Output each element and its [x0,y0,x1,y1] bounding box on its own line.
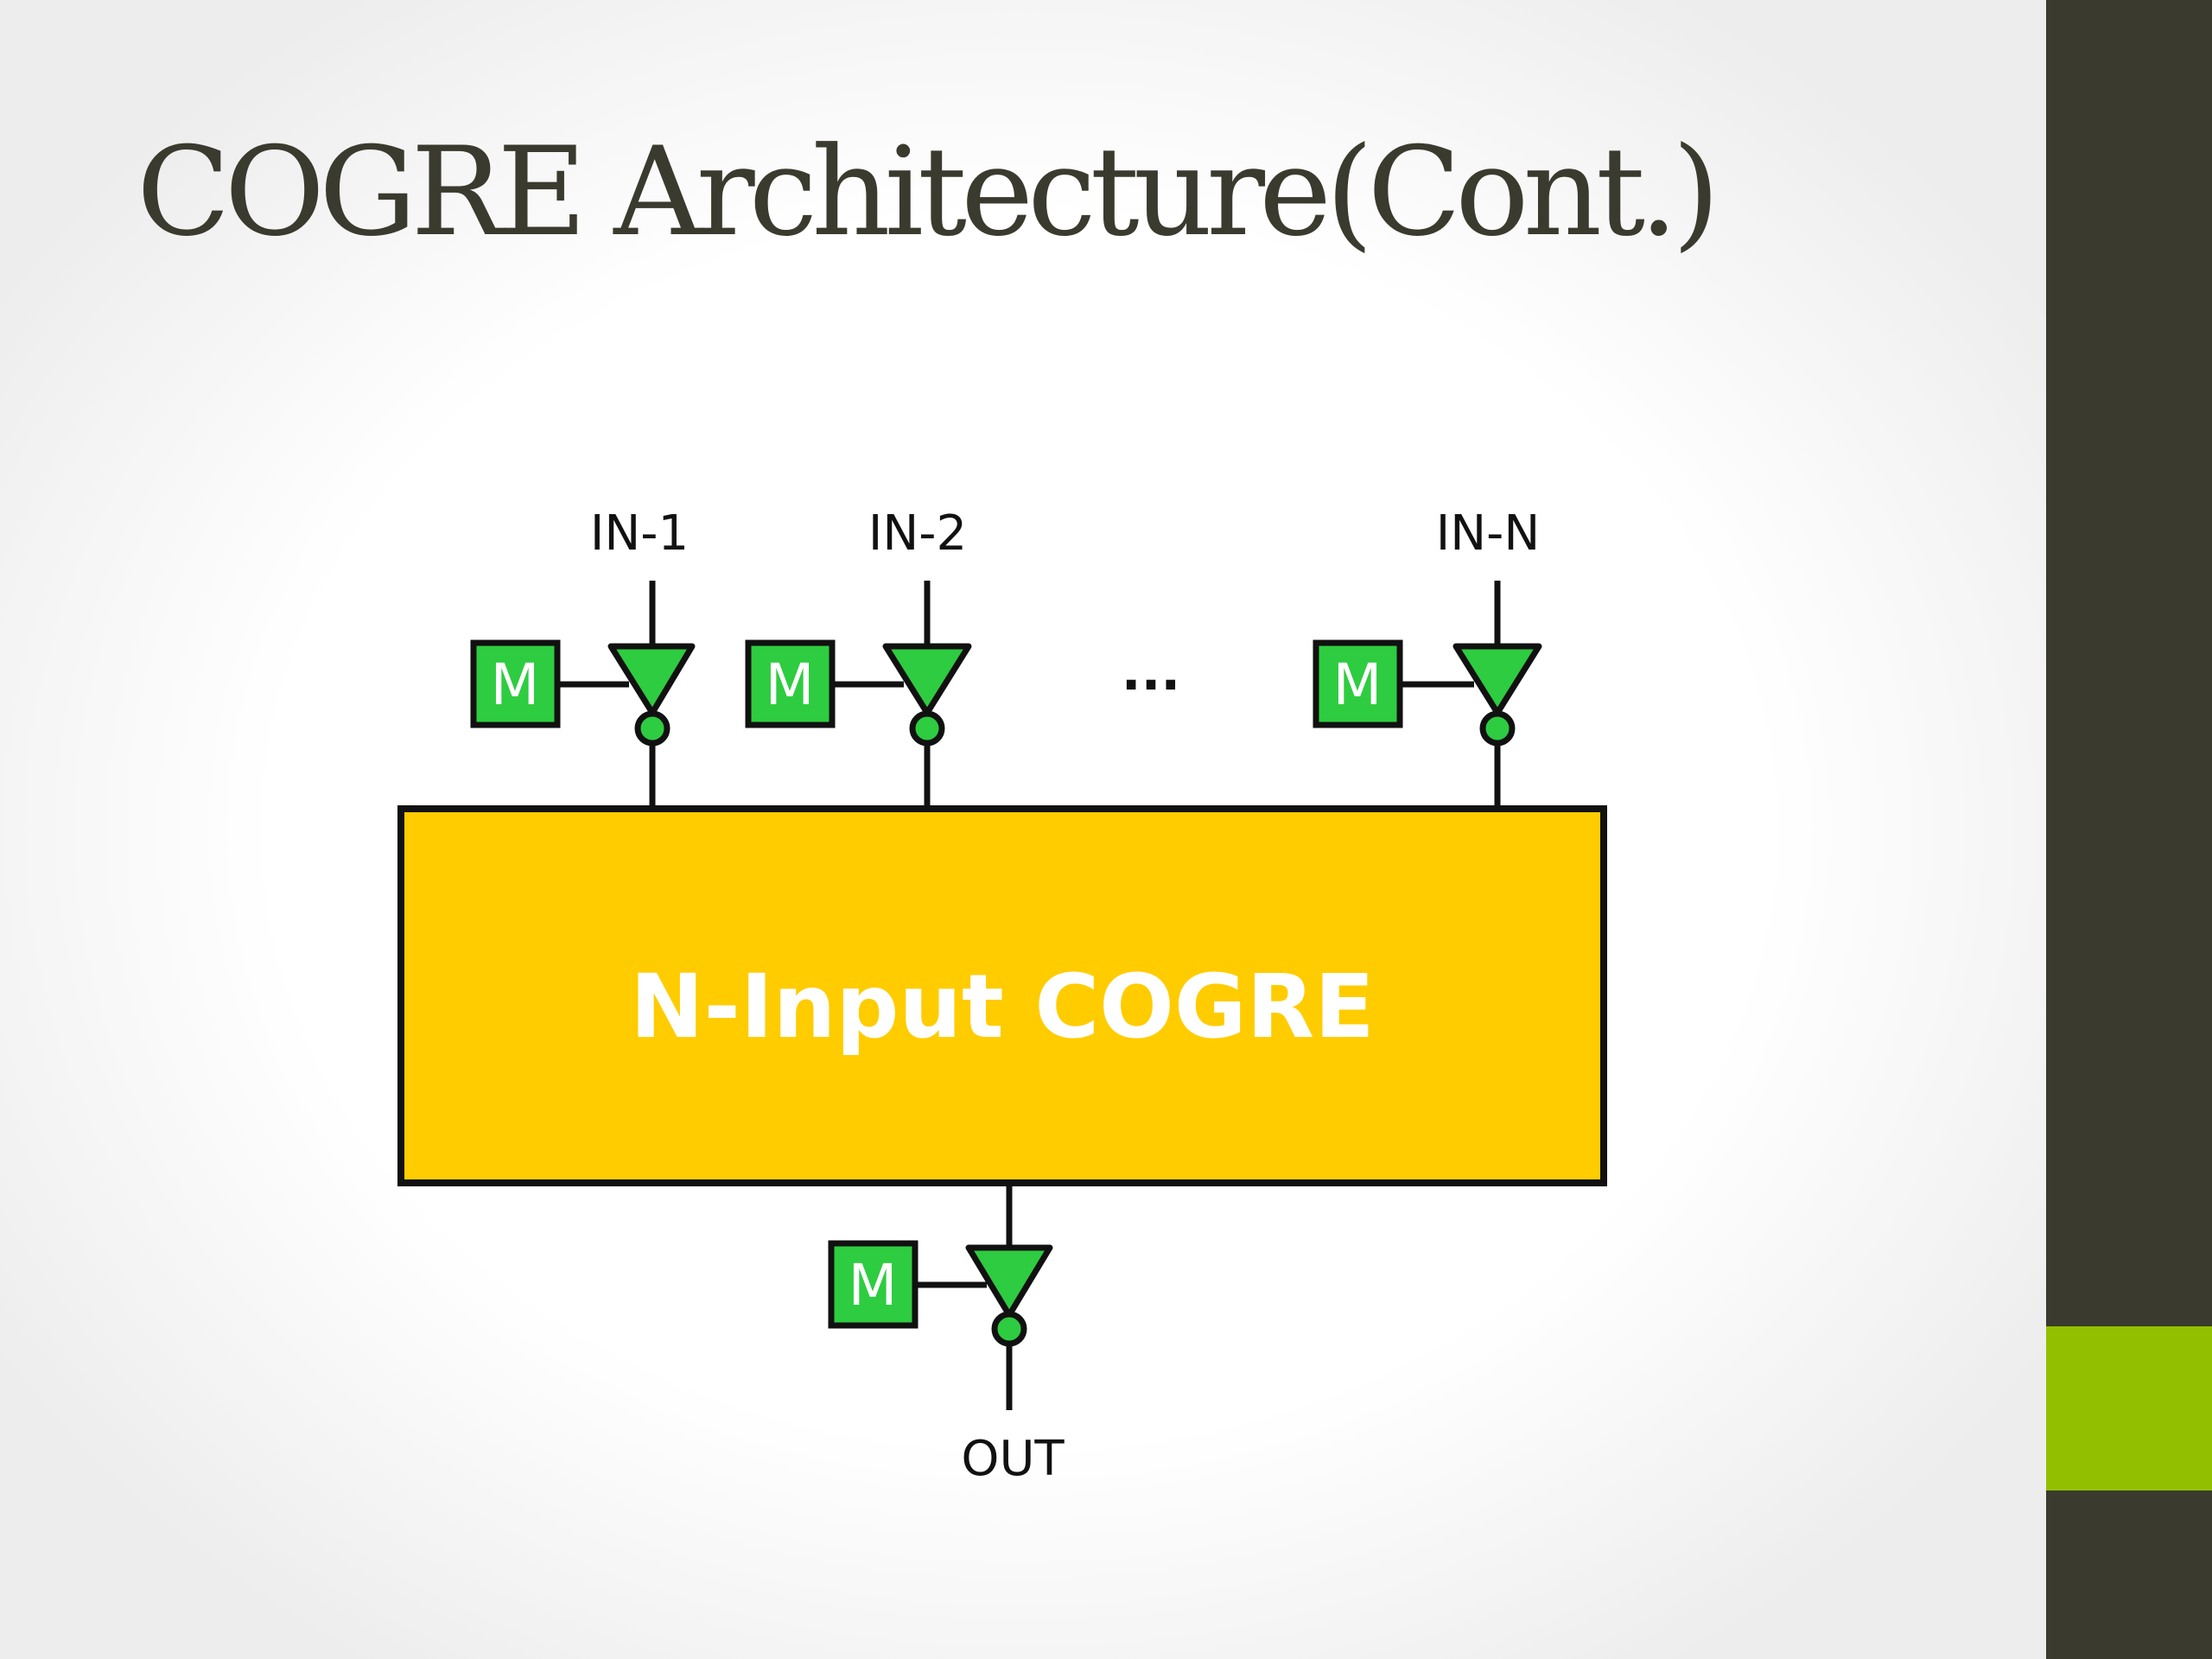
input-2-label: IN-2 [868,505,967,562]
output-memory-cell [828,1240,918,1329]
input-n-inverter-bubble [1479,710,1516,747]
input-1-inverter-bubble [634,710,671,747]
input-1-label: IN-1 [590,505,689,562]
input-n-memory-label: M [1333,652,1382,718]
output-group: M OUT [828,1183,1065,1487]
input-ellipsis: ... [1122,642,1180,702]
input-n-label: IN-N [1436,505,1541,562]
output-buffer-icon [965,1244,1053,1319]
input-n-group: IN-N M [1313,505,1542,809]
input-2-group: IN-2 M [745,505,972,809]
input-1-memory-label: M [491,652,540,718]
input-2-memory-label: M [766,652,815,718]
input-n-buffer-icon [1452,643,1542,716]
output-label: OUT [961,1431,1065,1487]
cogre-block-label: N-Input COGRE [630,956,1375,1058]
input-2-inverter-bubble [909,710,945,747]
cogre-block: N-Input COGRE [397,805,1607,1186]
input-n-memory-cell [1313,639,1403,728]
slide-title: COGRE Architecture(Cont.) [137,121,1720,264]
output-memory-label: M [849,1252,898,1319]
input-1-buffer-icon [607,643,696,716]
cogre-block-rect [397,805,1607,1186]
input-2-buffer-icon [882,643,972,716]
input-1-group: IN-1 M [470,505,696,809]
output-inverter-bubble [991,1311,1027,1347]
input-2-memory-cell [745,639,836,728]
side-bar-accent [2046,1326,2212,1491]
